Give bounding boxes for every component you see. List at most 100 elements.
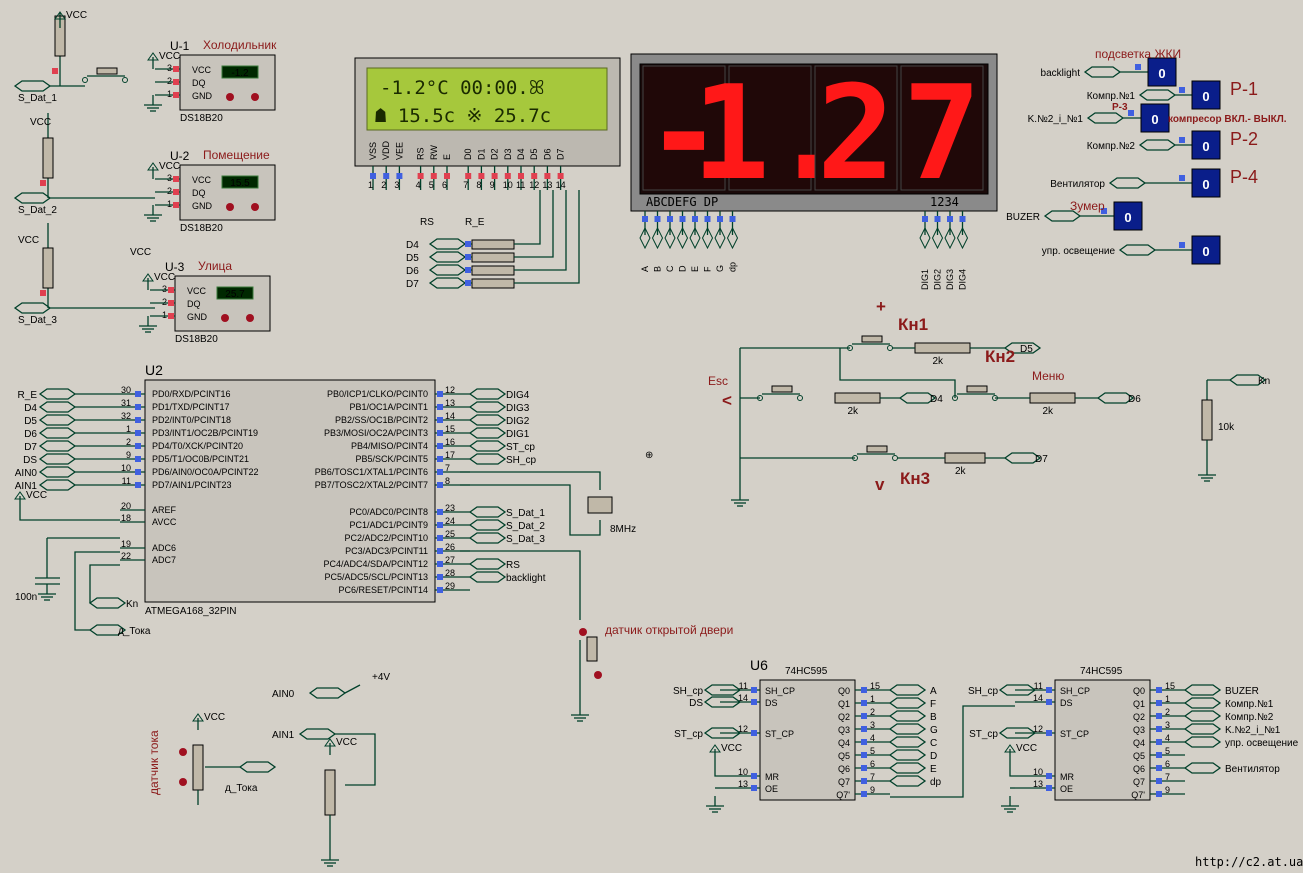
output-terminal-6[interactable] (1118, 244, 1157, 256)
net-terminal[interactable] (651, 226, 664, 250)
net-terminal-DIG4[interactable] (468, 388, 507, 400)
output-terminal-3[interactable] (1138, 139, 1177, 151)
net-terminal[interactable] (888, 749, 927, 761)
lcd-pin-label: VSS (368, 142, 378, 160)
net-terminal-S_Dat_2[interactable] (468, 519, 507, 531)
net-terminal[interactable] (931, 226, 944, 250)
net-terminal[interactable] (888, 762, 927, 774)
resistor (1029, 392, 1076, 404)
vcc-label: VCC (130, 247, 151, 258)
pin-marker (717, 216, 723, 222)
pin-marker (430, 173, 437, 179)
net-terminal-D7[interactable] (428, 277, 467, 289)
output-net-label: backlight (1041, 68, 1081, 79)
net-terminal[interactable] (956, 226, 969, 250)
net-terminal[interactable] (1183, 723, 1222, 735)
sensor-pin-num: 2 (167, 186, 172, 196)
logic-probe (1191, 130, 1221, 160)
net-terminal[interactable] (726, 226, 739, 250)
logic-probe-value: 0 (1151, 112, 1158, 127)
sr-out-name: Q4 (838, 738, 850, 748)
net-terminal[interactable] (701, 226, 714, 250)
pin-marker (396, 173, 403, 179)
net-terminal[interactable] (1183, 697, 1222, 709)
net-terminal-backlight[interactable] (468, 571, 507, 583)
net-terminal-ST_cp[interactable] (703, 727, 742, 739)
net-terminal[interactable] (1183, 736, 1222, 748)
net-terminal-DIG3[interactable] (468, 401, 507, 413)
net-terminal-AIN1[interactable] (298, 728, 337, 740)
net-terminal[interactable] (689, 226, 701, 250)
net-terminal[interactable] (639, 226, 651, 250)
net-terminal[interactable] (888, 710, 927, 722)
net-terminal-AIN0[interactable] (38, 466, 77, 478)
net-terminal-DIG2[interactable] (468, 414, 507, 426)
output-terminal-0[interactable] (1083, 66, 1122, 78)
net-terminal-DS[interactable] (38, 453, 77, 465)
sr-pin-num: 14 (738, 693, 748, 703)
net-terminal-S_Dat_3[interactable] (13, 302, 52, 314)
net-terminal-S_Dat_3[interactable] (468, 532, 507, 544)
pin-marker (531, 173, 538, 179)
net-terminal[interactable] (944, 226, 956, 250)
sensor-led (251, 93, 259, 101)
net-terminal-D5[interactable] (428, 251, 467, 263)
output-terminal-1[interactable] (1138, 89, 1177, 101)
net-terminal-AIN0[interactable] (308, 687, 347, 699)
net-terminal[interactable] (888, 775, 927, 787)
net-terminal-D4[interactable] (428, 238, 467, 250)
net-terminal-Kn[interactable] (1228, 374, 1267, 386)
net-terminal-S_Dat_2[interactable] (13, 192, 52, 204)
vcc-arrow-icon (1004, 744, 1016, 753)
net-terminal-RS[interactable] (468, 558, 507, 570)
net-terminal-SH_cp[interactable] (998, 684, 1037, 696)
net-terminal[interactable] (888, 723, 927, 735)
net-terminal[interactable] (888, 697, 927, 709)
net-terminal-DIG1[interactable] (468, 427, 507, 439)
net-terminal-d-toka[interactable] (88, 624, 127, 636)
net-terminal-SH_cp[interactable] (703, 684, 742, 696)
net-terminal-S_Dat_1[interactable] (13, 80, 52, 92)
net-terminal[interactable] (714, 226, 726, 250)
net-terminal-R_E[interactable] (38, 388, 77, 400)
relay-label: P-1 (1230, 79, 1258, 99)
net-terminal-ST_cp[interactable] (998, 727, 1037, 739)
pin-marker (173, 176, 179, 182)
net-terminal-SH_cp[interactable] (468, 453, 507, 465)
net-terminal-DS[interactable] (703, 696, 742, 708)
mcu-pin-name: PB1/OC1A/PCINT1 (349, 402, 428, 412)
net-terminal[interactable] (919, 226, 931, 250)
net-terminal[interactable] (888, 684, 927, 696)
net-terminal-D4[interactable] (38, 401, 77, 413)
net-terminal-Kn[interactable] (88, 597, 127, 609)
net-terminal[interactable] (1183, 710, 1222, 722)
net-terminal[interactable] (1183, 684, 1222, 696)
pin-marker (729, 216, 736, 222)
net-terminal-D6[interactable] (38, 427, 77, 439)
sr-pin-name: ST_CP (765, 729, 794, 739)
net-terminal-S_Dat_1[interactable] (468, 506, 507, 518)
net-terminal-D7[interactable] (38, 440, 77, 452)
net-label: SH_cp (673, 686, 703, 697)
esc-arrow: < (722, 391, 732, 410)
net-terminal-AIN1[interactable] (38, 479, 77, 491)
net-terminal[interactable] (888, 736, 927, 748)
net-label: G (930, 725, 938, 736)
wire (839, 348, 956, 398)
net-label: K.№2_i_№1 (1225, 725, 1281, 736)
net-terminal-D5[interactable] (38, 414, 77, 426)
net-terminal-D6[interactable] (428, 264, 467, 276)
output-terminal-2[interactable] (1086, 112, 1125, 124)
net-terminal-D5[interactable] (1003, 342, 1042, 354)
net-terminal-D6[interactable] (1096, 392, 1135, 404)
net-terminal[interactable] (1183, 762, 1222, 774)
net-terminal[interactable] (664, 226, 676, 250)
sensor-ref: U-2 (170, 149, 190, 163)
net-terminal[interactable] (676, 226, 689, 250)
net-terminal-d-toka[interactable] (238, 761, 277, 773)
lcd-line-2: ☗ 15.5c ※ 25.7c (375, 105, 551, 127)
net-terminal-D7[interactable] (1003, 452, 1042, 464)
output-terminal-4[interactable] (1108, 177, 1147, 189)
net-terminal-D4[interactable] (898, 392, 937, 404)
net-terminal-ST_cp[interactable] (468, 440, 507, 452)
